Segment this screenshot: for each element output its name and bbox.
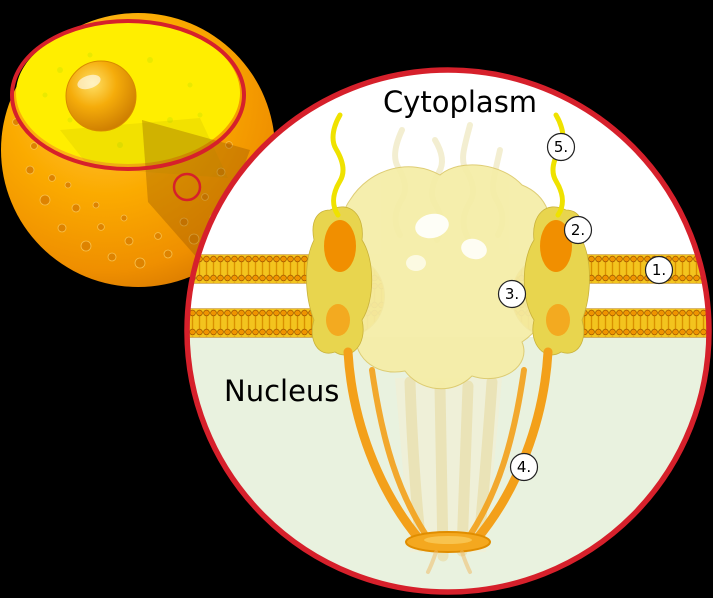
basket-strand-right-inner (463, 367, 527, 544)
callout-5-circle (546, 132, 576, 162)
callout-2: 2. (563, 215, 593, 245)
nuclear-envelope-ring (10, 19, 246, 171)
callout-4-label: 4. (517, 458, 531, 476)
pore-scaffold-hole-1 (415, 213, 449, 239)
callout-2-circle (563, 215, 593, 245)
nucleolus (65, 60, 137, 132)
nucleoplasm-speckles (42, 52, 203, 148)
callout-1-circle (644, 255, 674, 285)
pore-subunit-right (523, 206, 590, 356)
pore-subunit-left (306, 206, 373, 356)
callout-3-label: 3. (505, 285, 519, 303)
callout-1-label: 1. (652, 261, 666, 279)
cytoplasm-label: Cytoplasm (383, 85, 537, 119)
cytoplasmic-filament-left (330, 112, 346, 218)
zoom-region-circle (172, 172, 202, 202)
basket-strand-left-inner (369, 367, 433, 544)
pore-scaffold-hole-2 (461, 238, 487, 260)
basket-strand-right-outer (471, 347, 553, 545)
nucleus-label: Nucleus (224, 374, 339, 408)
nucleolus-highlight (77, 74, 101, 90)
callout-3: 3. (497, 279, 527, 309)
callout-5: 5. (546, 132, 576, 162)
callout-2-label: 2. (571, 221, 585, 239)
basket-strand-left-outer (343, 347, 425, 545)
magnified-view-circle (184, 67, 712, 595)
cytoplasmic-filament-right (550, 112, 566, 218)
cut-wedge-shadow (142, 120, 250, 268)
basket-ring-highlight (424, 536, 472, 544)
callout-1: 1. (644, 255, 674, 285)
callout-4-circle (509, 452, 539, 482)
nuclear-basket (343, 347, 553, 574)
callout-5-label: 5. (554, 138, 568, 156)
cut-face-shadow (60, 118, 228, 178)
cell-nucleus-illustration (1, 13, 275, 287)
callout-3-circle (497, 279, 527, 309)
nuclear-pore-complex (306, 112, 590, 574)
pore-scaffold-hole-3 (406, 255, 426, 271)
pore-scaffold-body (339, 164, 555, 390)
callout-4: 4. (509, 452, 539, 482)
